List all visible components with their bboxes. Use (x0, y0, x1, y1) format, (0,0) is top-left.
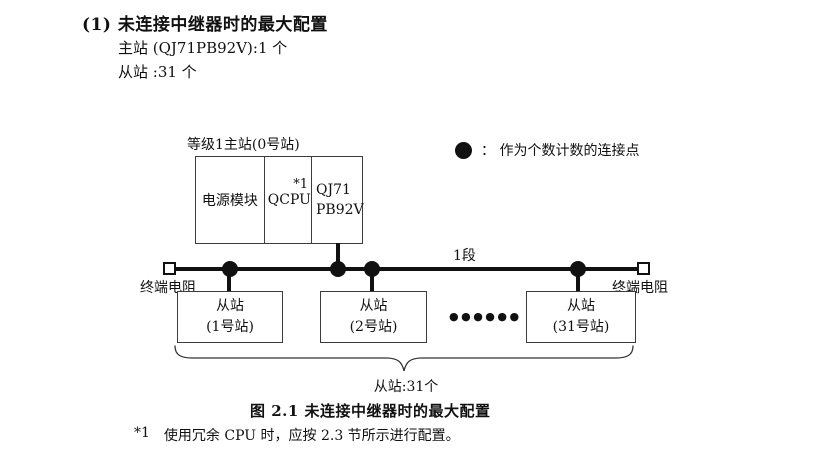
slave-name: 从站 (359, 298, 388, 314)
slave-station-number: (2号站) (349, 319, 398, 335)
slave-station-box-2: 从站 (2号站) (320, 291, 427, 343)
power-supply-module-cell: 电源模块 (196, 157, 265, 243)
legend: ： 作为个数计数的连接点 (455, 140, 639, 160)
segment-label: 1段 (453, 248, 476, 264)
connection-dot-master (330, 261, 346, 277)
slave-station-number: (31号站) (552, 319, 610, 335)
slave-count-line: 从站 :31 个 (118, 63, 197, 81)
figure-caption: 图 2.1 未连接中继器时的最大配置 (250, 402, 491, 420)
drop-line-slave31 (576, 269, 580, 292)
slave-station-number: (1号站) (206, 319, 254, 335)
drop-line-master (336, 243, 340, 269)
ellipsis-dots: ●●●●●● (449, 310, 522, 323)
drop-line-slave2 (370, 269, 374, 292)
drop-line-slave1 (227, 269, 231, 292)
footnote: *1 使用冗余 CPU 时，应按 2.3 节所示进行配置。 (134, 425, 460, 445)
qj71pb92v-cell: QJ71 PB92V (312, 157, 364, 243)
connection-point-dot-icon (455, 141, 472, 159)
brace-label: 从站:31个 (373, 379, 439, 395)
footnote-reference: *1 (293, 177, 308, 192)
section-title: (1) 未连接中继器时的最大配置 (82, 15, 328, 35)
master-station-box: 电源模块 QCPU *1 QJ71 PB92V (195, 156, 364, 244)
slave-station-box-31: 从站 (31号站) (526, 291, 636, 343)
pb92v-line: PB92V (316, 202, 364, 218)
master-station-label: 等级1主站(0号站) (187, 137, 300, 153)
qcpu-label: QCPU (267, 192, 311, 208)
terminator-square-left (163, 262, 176, 275)
slave-station-box-1: 从站 (1号站) (177, 291, 283, 343)
master-count-line: 主站 (QJ71PB92V):1 个 (118, 39, 288, 57)
qj71-line: QJ71 (316, 181, 351, 198)
footnote-marker: *1 (134, 425, 150, 441)
footnote-text: 使用冗余 CPU 时，应按 2.3 节所示进行配置。 (163, 428, 460, 444)
qcpu-cell: QCPU *1 (265, 157, 312, 243)
legend-text: ： 作为个数计数的连接点 (481, 143, 640, 159)
bus-line (170, 267, 643, 271)
slave-name: 从站 (567, 298, 595, 314)
terminator-square-right (637, 262, 650, 275)
slave-name: 从站 (216, 298, 244, 314)
